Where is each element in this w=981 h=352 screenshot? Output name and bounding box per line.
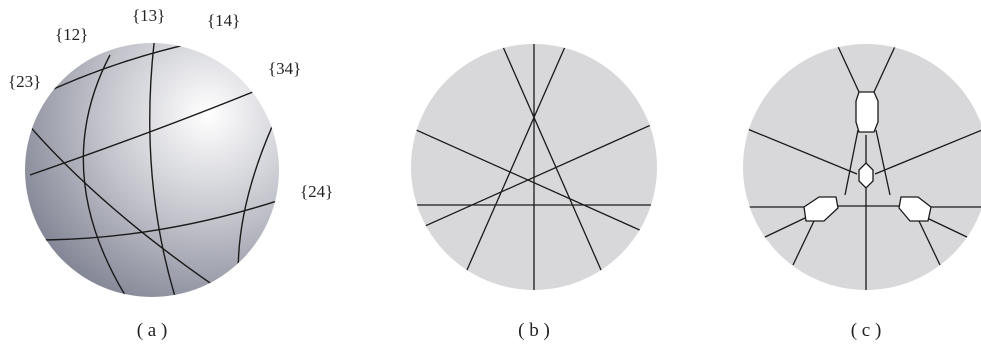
caption-a: ( a ): [137, 320, 168, 341]
edge-c-15: [926, 217, 970, 239]
label-12: {12}: [55, 25, 88, 44]
edge-c-7: [874, 127, 981, 175]
line-diag-4: [411, 119, 657, 236]
panel-c: ( c ): [743, 44, 981, 341]
hexagon-left: [803, 196, 839, 222]
panel-b: ( b ): [411, 44, 657, 341]
hexagon-right: [898, 196, 932, 222]
lines-c: [744, 44, 981, 290]
edge-c-13: [762, 217, 806, 239]
edge-c-2: [873, 44, 899, 93]
label-23: {23}: [8, 72, 41, 91]
edge-c-14: [918, 220, 941, 266]
edge-c-3: [844, 129, 859, 196]
lines-b: [411, 44, 657, 290]
great-circle-12: [82, 54, 126, 296]
label-34: {34}: [268, 59, 301, 78]
great-circle-23: [25, 114, 236, 297]
hexagon-center: [858, 162, 874, 189]
edge-c-1: [834, 44, 860, 93]
label-13: {13}: [132, 6, 165, 25]
great-circle-24: [44, 194, 279, 241]
caption-c: ( c ): [851, 320, 882, 341]
line-diag-2: [455, 44, 569, 290]
great-circle-13: [149, 43, 177, 297]
edge-c-12: [792, 220, 815, 266]
panel-a: {12} {13} {14} {23} {34} {24} ( a ): [8, 6, 333, 341]
label-14: {14}: [207, 11, 240, 30]
edge-c-4: [875, 129, 891, 196]
great-circle-34: [29, 84, 271, 176]
label-24: {24}: [300, 182, 333, 201]
hexagon-top: [855, 91, 879, 133]
caption-b: ( b ): [518, 320, 550, 341]
line-diag-3: [411, 124, 657, 241]
edge-c-6: [744, 127, 858, 175]
